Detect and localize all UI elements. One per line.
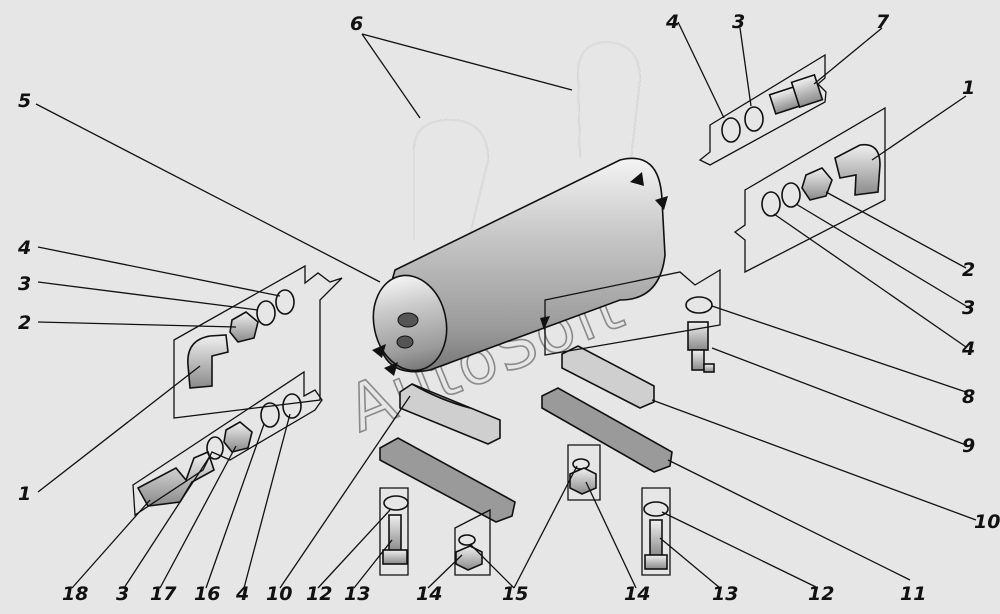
callout-14-left: 14 [416,583,442,605]
callout-10-bottom: 10 [266,583,292,605]
arrows [372,172,668,376]
nut-2-left [229,311,259,343]
callout-11: 11 [900,583,926,605]
nut-2-right [801,167,833,201]
callout-7: 7 [876,11,890,33]
callout-17: 17 [150,583,177,605]
callout-4-right: 4 [961,338,975,360]
washer-16 [260,402,280,428]
leader-lines [35,21,977,589]
callout-4-top: 4 [665,11,679,33]
callout-2-left: 2 [18,312,31,334]
section-frames [132,53,886,576]
callout-12-left: 12 [306,583,332,605]
callout-2-right: 2 [962,259,975,281]
washer-4-lower [282,393,302,419]
callout-15: 15 [502,583,528,605]
washer-4-top [721,117,741,143]
elbow-1-right [834,143,881,196]
callout-3-top: 3 [732,11,745,33]
callout-12-right: 12 [808,583,834,605]
u-bolt-left [413,118,490,263]
washer-3-lower [206,436,224,460]
pad-11-right [541,387,673,473]
washer-4-left [275,289,295,315]
washer-15-left [458,534,476,546]
nut-17 [223,421,253,453]
callout-3-right: 3 [962,297,975,319]
washer-12-right [643,501,669,517]
bolt-13-right [644,519,668,570]
callout-4-left: 4 [17,237,31,259]
bracket-10-right [561,345,655,409]
callout-18: 18 [62,583,88,605]
washer-3-right [781,182,801,208]
callout-5: 5 [18,90,31,112]
elbow-1-left [187,334,229,389]
washer-15-right [572,458,590,470]
callout-13-right: 13 [712,583,738,605]
callout-9: 9 [962,435,975,457]
callout-16: 16 [194,583,220,605]
callout-6: 6 [350,13,363,35]
callout-10-right: 10 [974,511,1000,533]
callout-3-bottom: 3 [116,583,129,605]
callout-8: 8 [962,386,975,408]
u-bolt-right [576,40,642,187]
callout-1-right: 1 [962,77,975,99]
callout-1-left: 1 [18,483,31,505]
callout-4-bottom: 4 [235,583,249,605]
nut-14-right [569,467,597,495]
washer-3-top [744,106,764,132]
nut-14-left [455,545,483,571]
washer-12-left [383,495,409,511]
bracket-10-left [399,383,501,445]
callout-14-right: 14 [624,583,650,605]
valve-18 [136,450,215,507]
pad-11-left [379,437,516,523]
air-receiver-tank [372,157,666,373]
washer-4-right [761,191,781,217]
bolt-13-left [382,514,408,565]
washer-8 [685,296,713,314]
callout-13-left: 13 [344,583,370,605]
callout-3-left: 3 [18,273,31,295]
washer-3-left [256,300,276,326]
